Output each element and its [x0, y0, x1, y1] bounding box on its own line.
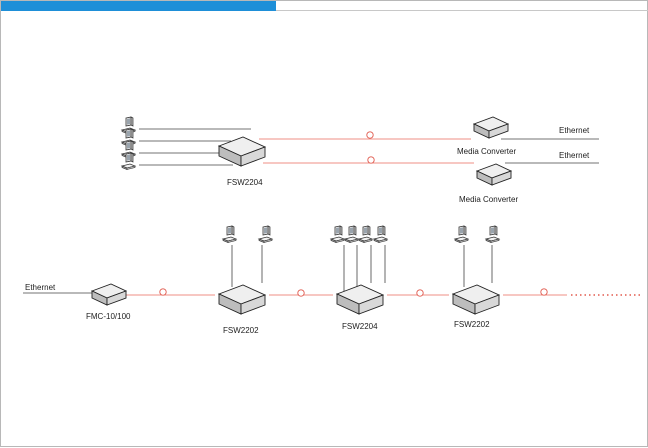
fiber-connector-icon	[367, 156, 375, 164]
fiber-connector-icon	[540, 288, 548, 296]
switch-label: FSW2204	[227, 178, 263, 187]
computer-terminal-icon	[222, 225, 237, 243]
top-section: FSW2204 Ethernet Ethernet Media Converte…	[121, 116, 599, 204]
switch-label: FSW2202	[223, 326, 259, 335]
computer-terminal-icon	[485, 225, 500, 243]
ethernet-label: Ethernet	[559, 126, 590, 135]
fiber-connector-icon	[416, 289, 424, 297]
switch-device-icon	[452, 284, 500, 315]
media-converter-icon	[91, 283, 127, 306]
media-converter-icon	[476, 163, 512, 186]
ethernet-label: Ethernet	[559, 151, 590, 160]
computer-terminal-icon	[258, 225, 273, 243]
computer-terminal-icon	[358, 225, 373, 243]
computer-terminal-icon	[373, 225, 388, 243]
media-converter-icon	[473, 116, 509, 139]
ethernet-label: Ethernet	[25, 283, 56, 292]
media-converter-label: Media Converter	[457, 147, 516, 156]
switch-label: FSW2204	[342, 322, 378, 331]
fiber-connector-icon	[159, 288, 167, 296]
computer-terminal-icon	[454, 225, 469, 243]
fiber-connector-icon	[366, 131, 374, 139]
computer-terminal-icon	[330, 225, 345, 243]
header-divider	[276, 10, 648, 11]
fiber-connector-icon	[297, 289, 305, 297]
switch-device-icon	[218, 284, 266, 315]
computer-terminal-icon	[344, 225, 359, 243]
bottom-section: Ethernet FMC-10/100 FSW2202	[23, 225, 641, 335]
media-converter-label: Media Converter	[459, 195, 518, 204]
converter-label: FMC-10/100	[86, 312, 131, 321]
header-accent-bar	[1, 1, 276, 11]
switch-label: FSW2202	[454, 320, 490, 329]
